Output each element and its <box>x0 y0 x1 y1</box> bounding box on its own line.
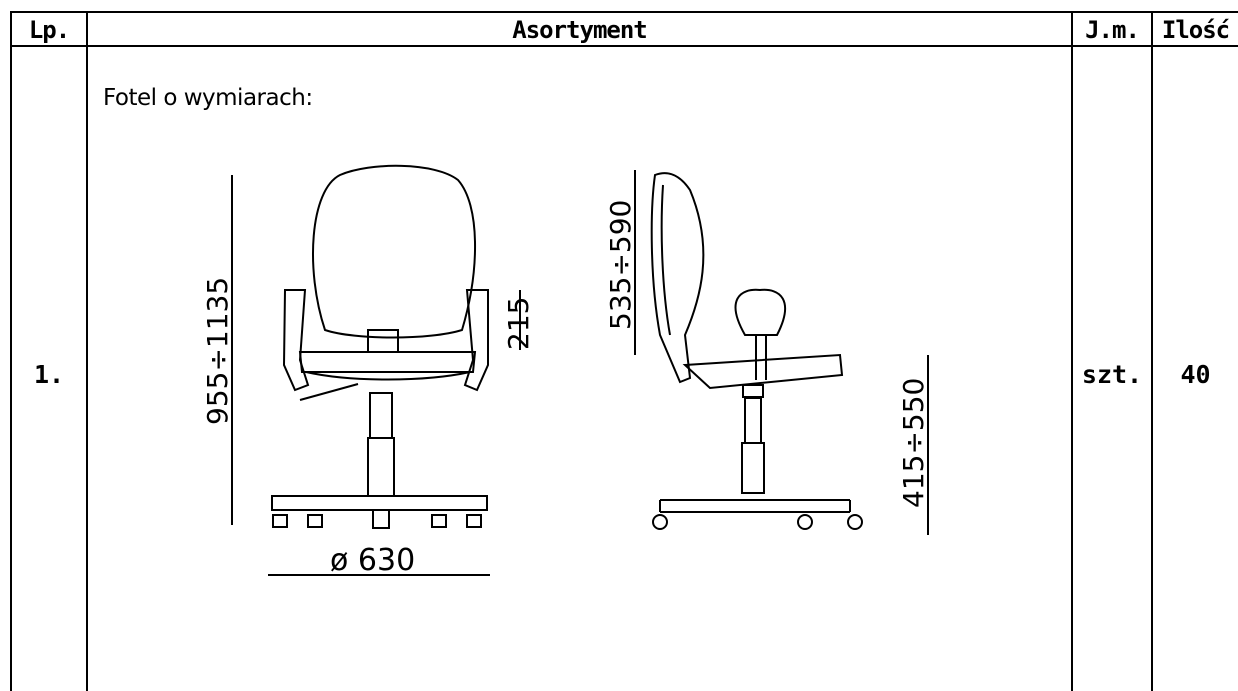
front-left-armrest <box>282 289 310 392</box>
front-backrest <box>312 164 477 339</box>
front-column-upper <box>369 392 393 439</box>
table-left-border <box>10 11 12 691</box>
front-seat-bottom <box>305 371 471 381</box>
side-backrest <box>650 172 705 384</box>
front-base <box>271 495 488 511</box>
column-divider-asortyment <box>1071 11 1073 691</box>
header-bottom-border <box>10 45 1238 47</box>
side-column-lower <box>741 442 765 494</box>
front-seat <box>298 351 477 373</box>
front-height-label: 955÷1135 <box>201 277 234 425</box>
chair-drawing: 955÷1135 215 ø 630 535÷590 415÷550 <box>201 164 930 578</box>
front-caster-1 <box>272 514 288 528</box>
front-armrest-label: 215 <box>502 297 535 350</box>
front-back-plate <box>367 329 399 353</box>
front-caster-2 <box>307 514 323 528</box>
header-ilosc: Ilość <box>1161 16 1230 44</box>
row-unit: szt. <box>1081 360 1143 389</box>
front-caster-5 <box>466 514 482 528</box>
header-lp: Lp. <box>28 16 70 44</box>
row-quantity: 40 <box>1180 360 1211 389</box>
column-divider-lp <box>86 11 88 691</box>
table-top-border <box>10 11 1238 13</box>
side-backrest-inner <box>660 184 671 336</box>
header-asortyment: Asortyment <box>512 16 648 44</box>
side-armrest-loop <box>734 288 787 336</box>
side-seat <box>682 353 844 390</box>
front-base-label: ø 630 <box>330 543 415 578</box>
front-lever <box>299 383 359 401</box>
side-caster-3 <box>847 514 863 530</box>
side-back-label: 535÷590 <box>604 200 637 330</box>
side-mechanism <box>742 384 764 398</box>
column-divider-jm <box>1151 11 1153 691</box>
side-caster-2 <box>797 514 813 530</box>
header-jm: J.m. <box>1085 16 1140 44</box>
side-seat-height-label: 415÷550 <box>897 378 930 508</box>
side-column-upper <box>744 397 762 444</box>
front-column-lower <box>367 437 395 497</box>
front-caster-4 <box>431 514 447 528</box>
side-caster-1 <box>652 514 668 530</box>
front-caster-3 <box>372 509 390 529</box>
row-lp: 1. <box>33 360 65 389</box>
front-right-armrest <box>463 289 489 392</box>
row-description: Fotel o wymiarach: <box>103 85 313 111</box>
